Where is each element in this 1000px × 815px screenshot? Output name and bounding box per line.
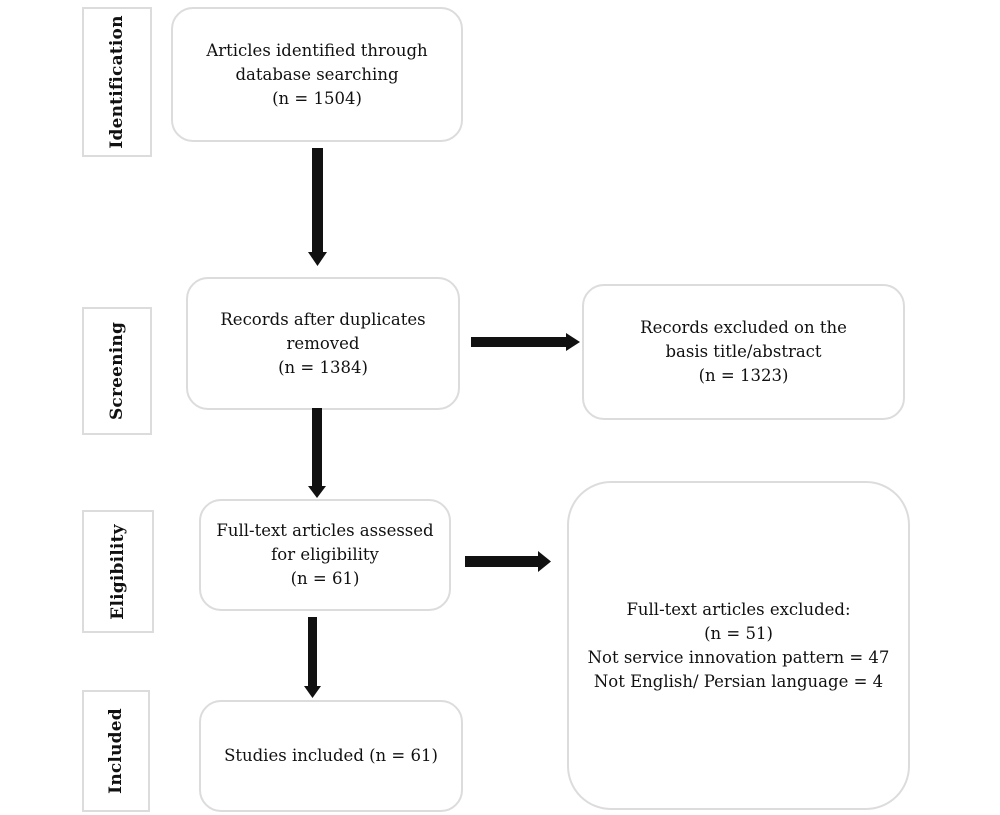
after-duplicates-line1: Records after duplicates	[220, 309, 426, 329]
excluded-full-text-reason2: Not English/ Persian language = 4	[593, 671, 884, 691]
full-text-box: Full-text articles assessed for eligibil…	[199, 499, 451, 611]
included-box: Studies included (n = 61)	[199, 700, 463, 812]
full-text-line2: for eligibility	[271, 545, 379, 564]
full-text-count: (n = 61)	[290, 569, 360, 588]
stage-eligibility-label: Eligibility	[108, 523, 128, 620]
after-duplicates-count: (n = 1384)	[278, 357, 368, 377]
stage-screening: Screening	[82, 307, 152, 435]
excluded-title-box: Records excluded on the basis title/abst…	[582, 284, 905, 420]
excluded-full-text-count: (n = 51)	[704, 623, 773, 643]
excluded-title-line1: Records excluded on the	[640, 318, 847, 337]
stage-eligibility: Eligibility	[82, 510, 154, 633]
identified-box: Articles identified through database sea…	[171, 7, 463, 142]
excluded-title-count: (n = 1323)	[698, 366, 789, 385]
arrow-right-eligibility-to-excluded	[465, 551, 551, 572]
stage-identification-label: Identification	[107, 15, 127, 149]
after-duplicates-box: Records after duplicates removed (n = 13…	[186, 277, 460, 410]
after-duplicates-line2: removed	[286, 333, 360, 353]
excluded-full-text-reason1: Not service innovation pattern = 47	[587, 647, 890, 667]
stage-identification: Identification	[82, 7, 152, 157]
arrow-down-identification-to-screening	[308, 148, 327, 266]
full-text-line1: Full-text articles assessed	[216, 521, 434, 540]
excluded-full-text-box: Full-text articles excluded: (n = 51) No…	[567, 481, 910, 810]
identified-count: (n = 1504)	[272, 88, 362, 108]
stage-included: Included	[82, 690, 150, 812]
arrow-down-eligibility-to-included	[304, 617, 321, 698]
identified-line1: Articles identified through	[206, 40, 428, 60]
excluded-title-line2: basis title/abstract	[665, 342, 822, 361]
arrow-right-screening-to-excluded	[471, 333, 580, 351]
arrow-down-screening-to-eligibility	[308, 408, 326, 498]
excluded-full-text-line1: Full-text articles excluded:	[626, 599, 851, 619]
stage-included-label: Included	[106, 708, 126, 794]
identified-line2: database searching	[235, 64, 399, 84]
included-line1: Studies included (n = 61)	[224, 746, 438, 765]
stage-screening-label: Screening	[107, 321, 127, 421]
